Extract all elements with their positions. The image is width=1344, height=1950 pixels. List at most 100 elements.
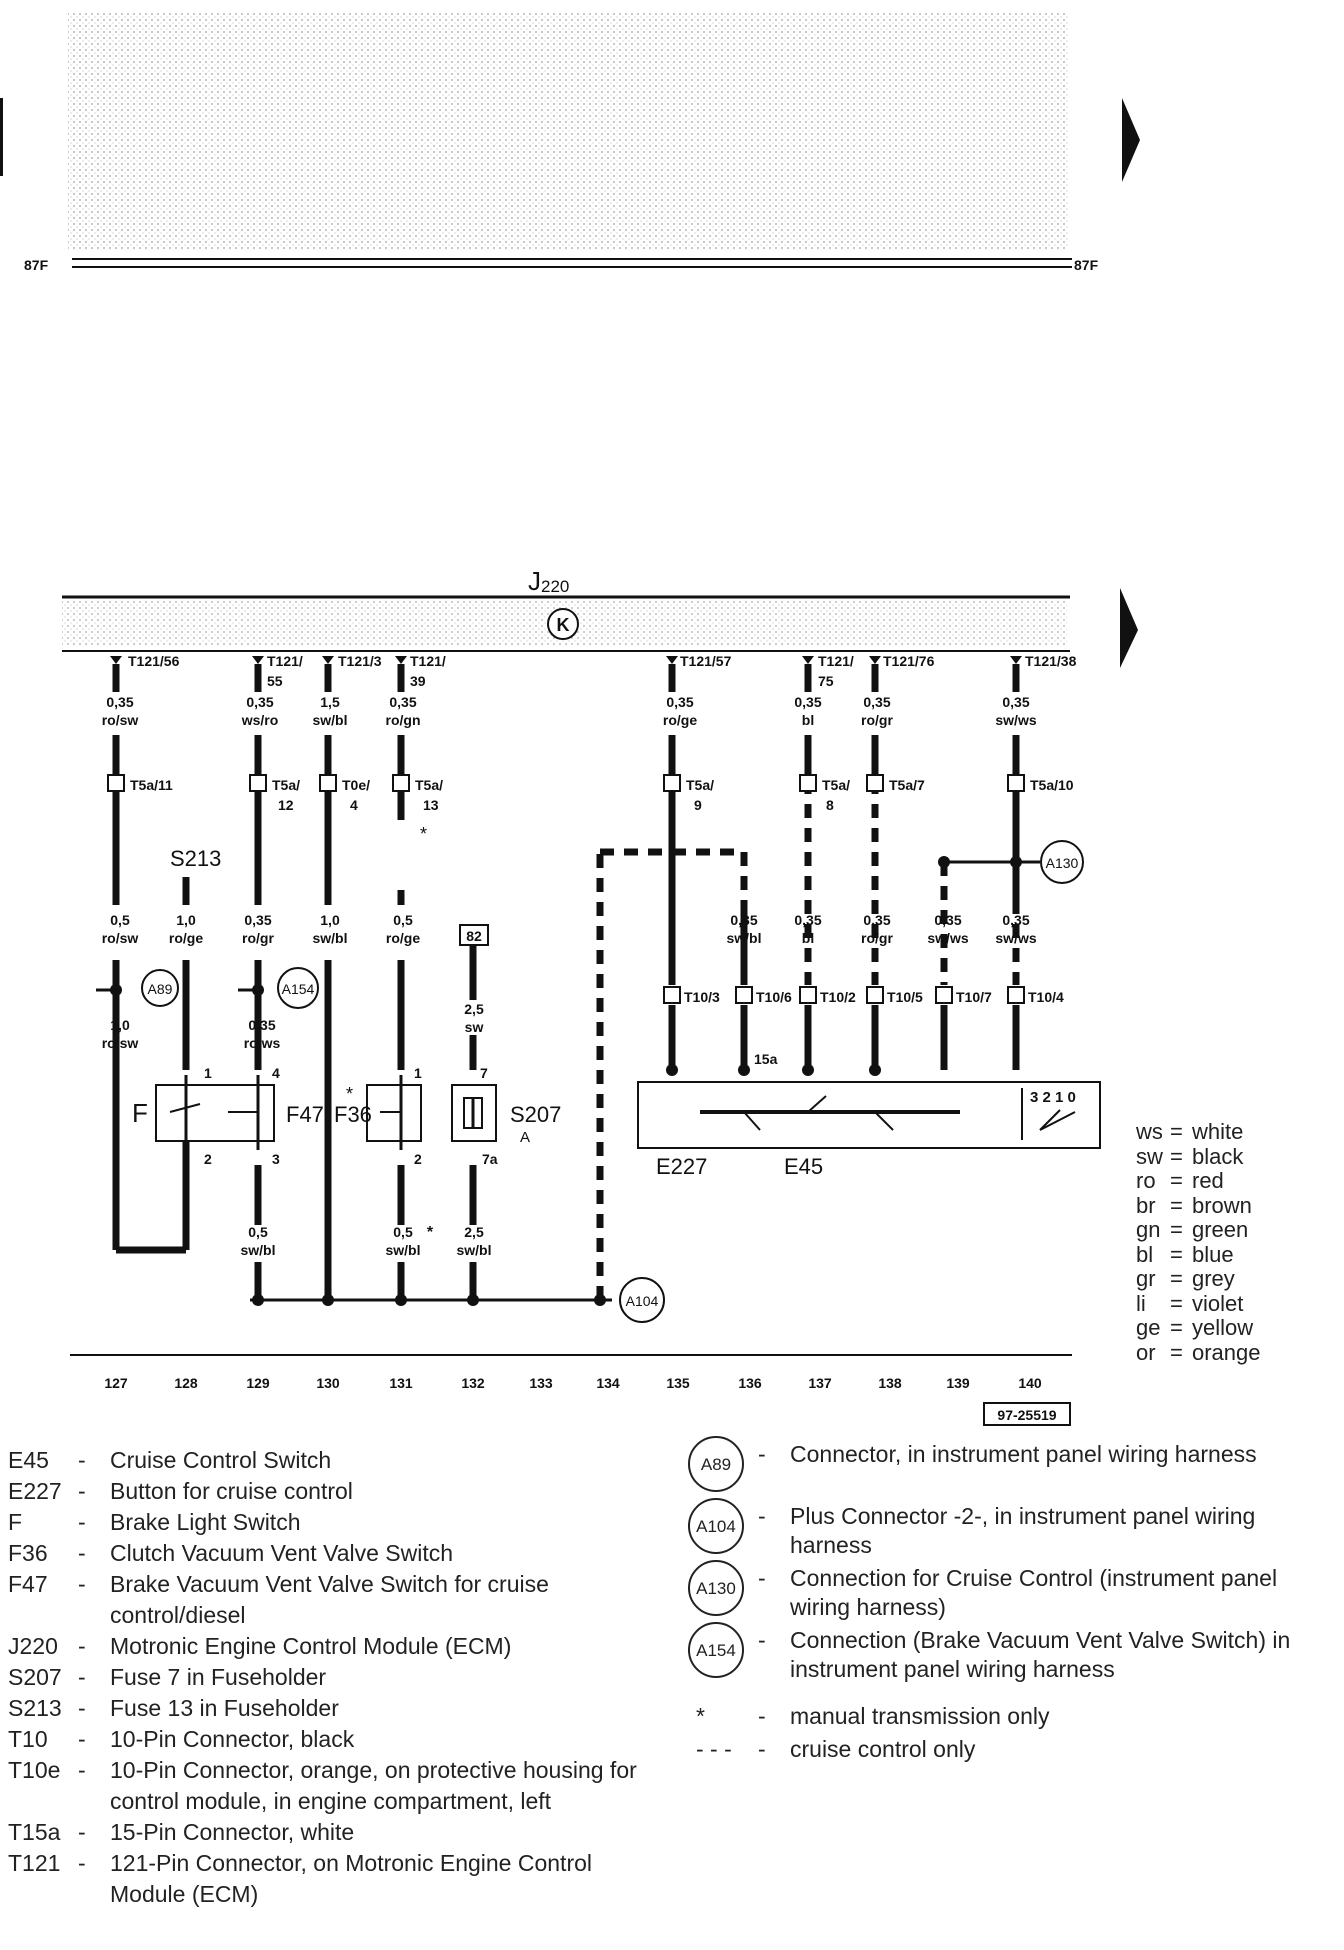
legend-item: F36-Clutch Vacuum Vent Valve Switch bbox=[8, 1540, 454, 1566]
t5a-label: T5a/ bbox=[415, 777, 443, 793]
svg-text:2,5: 2,5 bbox=[464, 1001, 484, 1017]
legend-item: S207-Fuse 7 in Fuseholder bbox=[8, 1664, 327, 1690]
svg-text:0,35: 0,35 bbox=[248, 1017, 275, 1033]
component-e227-label: E227 bbox=[656, 1154, 707, 1179]
svg-text:bl: bl bbox=[802, 930, 814, 946]
t5a-label: 13 bbox=[423, 797, 439, 813]
svg-text:ro/ge: ro/ge bbox=[169, 930, 203, 946]
legend-item: F47-Brake Vacuum Vent Valve Switch for c… bbox=[8, 1571, 549, 1628]
connector-legend-item: A104 -Plus Connector -2-, in instrument … bbox=[688, 1498, 1308, 1560]
color-row: li=violet bbox=[1136, 1290, 1244, 1316]
svg-text:T10/5: T10/5 bbox=[887, 989, 923, 1005]
svg-text:0,5: 0,5 bbox=[248, 1224, 268, 1240]
ref-right: 87F bbox=[1074, 257, 1099, 273]
svg-text:0,5: 0,5 bbox=[110, 912, 130, 928]
svg-text:T10/7: T10/7 bbox=[956, 989, 992, 1005]
column-number: 135 bbox=[666, 1375, 690, 1391]
figure-number-box bbox=[983, 1402, 1071, 1426]
column-number: 139 bbox=[946, 1375, 970, 1391]
svg-text:7: 7 bbox=[480, 1065, 488, 1081]
svg-text:3: 3 bbox=[272, 1151, 280, 1167]
component-e45-label: E45 bbox=[784, 1154, 823, 1179]
pin-label: T121/ bbox=[818, 653, 854, 669]
svg-text:T10/3: T10/3 bbox=[684, 989, 720, 1005]
column-number: 134 bbox=[596, 1375, 620, 1391]
legend-item: F-Brake Light Switch bbox=[8, 1509, 301, 1535]
svg-text:ro/ws: ro/ws bbox=[244, 1035, 281, 1051]
pin-label: T121/38 bbox=[1025, 653, 1077, 669]
component-f36-label: F36 bbox=[334, 1102, 372, 1127]
svg-text:0,35: 0,35 bbox=[389, 694, 416, 710]
svg-text:0,35: 0,35 bbox=[934, 912, 961, 928]
svg-text:A89: A89 bbox=[148, 981, 173, 997]
svg-text:15a: 15a bbox=[754, 1051, 778, 1067]
svg-text:0,35: 0,35 bbox=[794, 912, 821, 928]
t10-connectors: T10/3 T10/6 T10/2 T10/5 T10/7 T10/4 15a bbox=[663, 986, 1064, 1067]
color-row: sw=black bbox=[1136, 1143, 1244, 1169]
svg-text:0,35: 0,35 bbox=[794, 694, 821, 710]
connector-a130-icon bbox=[1040, 840, 1084, 884]
next-page-arrow-icon-2[interactable] bbox=[1120, 588, 1138, 668]
svg-text:ro/gn: ro/gn bbox=[386, 712, 421, 728]
t5a-label: T5a/ bbox=[822, 777, 850, 793]
svg-text:ro/sw: ro/sw bbox=[102, 930, 139, 946]
switch-f36: F36 * 1 2 bbox=[334, 1065, 422, 1167]
svg-text:1,0: 1,0 bbox=[176, 912, 196, 928]
next-page-arrow-icon[interactable] bbox=[1122, 98, 1140, 182]
connector-a154-icon bbox=[277, 967, 319, 1009]
svg-text:82: 82 bbox=[466, 928, 482, 944]
pin-label: T121/ bbox=[410, 653, 446, 669]
column-number: 130 bbox=[316, 1375, 340, 1391]
t5a-label: T0e/ bbox=[342, 777, 370, 793]
svg-text:sw/bl: sw/bl bbox=[312, 930, 347, 946]
legend-item: T10e-10-Pin Connector, orange, on protec… bbox=[8, 1757, 637, 1814]
color-row: gr=grey bbox=[1136, 1266, 1235, 1291]
svg-text:0,35: 0,35 bbox=[863, 912, 890, 928]
pin-label: 39 bbox=[410, 673, 426, 689]
circle-connectors: A89 A154 A130 A104 bbox=[141, 840, 1084, 1323]
svg-text:0,35: 0,35 bbox=[246, 694, 273, 710]
pin-label: T121/3 bbox=[338, 653, 382, 669]
ref-left: 87F bbox=[24, 257, 49, 273]
column-number: 127 bbox=[104, 1375, 128, 1391]
svg-text:3 2 1 0: 3 2 1 0 bbox=[1030, 1089, 1076, 1106]
svg-text:sw: sw bbox=[465, 1019, 484, 1035]
legend-item: T10-10-Pin Connector, black bbox=[8, 1726, 355, 1752]
fuse-s207: S207 A 7 7a bbox=[451, 1065, 561, 1167]
color-row: ge=yellow bbox=[1136, 1315, 1254, 1340]
connector-a130-icon: A130 bbox=[688, 1560, 744, 1616]
column-number: 128 bbox=[174, 1375, 198, 1391]
svg-text:0,35: 0,35 bbox=[666, 694, 693, 710]
pin-label: T121/76 bbox=[883, 653, 935, 669]
column-number: 133 bbox=[529, 1375, 553, 1391]
svg-text:sw/bl: sw/bl bbox=[240, 1242, 275, 1258]
svg-text:ro/sw: ro/sw bbox=[102, 1035, 139, 1051]
legend-item: T15a-15-Pin Connector, white bbox=[8, 1819, 355, 1845]
svg-text:K: K bbox=[557, 615, 570, 635]
connector-legend: A89 -Connector, in instrument panel wiri… bbox=[688, 1436, 1308, 1768]
figure-number: 97-25519 bbox=[997, 1407, 1056, 1423]
svg-text:1,5: 1,5 bbox=[320, 694, 340, 710]
svg-text:ro/ge: ro/ge bbox=[386, 930, 420, 946]
t5a-label: T5a/10 bbox=[1030, 777, 1074, 793]
connector-a89-icon: A89 bbox=[688, 1436, 744, 1492]
t5a-label: T5a/11 bbox=[130, 777, 173, 793]
svg-text:T10/4: T10/4 bbox=[1028, 989, 1064, 1005]
legend-item: E45-Cruise Control Switch bbox=[8, 1447, 332, 1473]
svg-text:ro/gr: ro/gr bbox=[242, 930, 274, 946]
column-number: 136 bbox=[738, 1375, 762, 1391]
color-row: bl=blue bbox=[1136, 1241, 1234, 1267]
module-label: J220 bbox=[528, 566, 569, 596]
svg-text:1,0: 1,0 bbox=[320, 912, 340, 928]
pin-label: T121/ bbox=[267, 653, 303, 669]
t5a-label: 4 bbox=[350, 797, 358, 813]
column-number: 132 bbox=[461, 1375, 485, 1391]
fuse-box-82: 82 bbox=[459, 924, 489, 946]
svg-text:4: 4 bbox=[272, 1065, 280, 1081]
legend-item: J220-Motronic Engine Control Module (ECM… bbox=[8, 1633, 512, 1659]
connector-a104-icon: A104 bbox=[688, 1498, 744, 1554]
svg-text:bl: bl bbox=[802, 712, 814, 728]
svg-text:2: 2 bbox=[204, 1151, 212, 1167]
